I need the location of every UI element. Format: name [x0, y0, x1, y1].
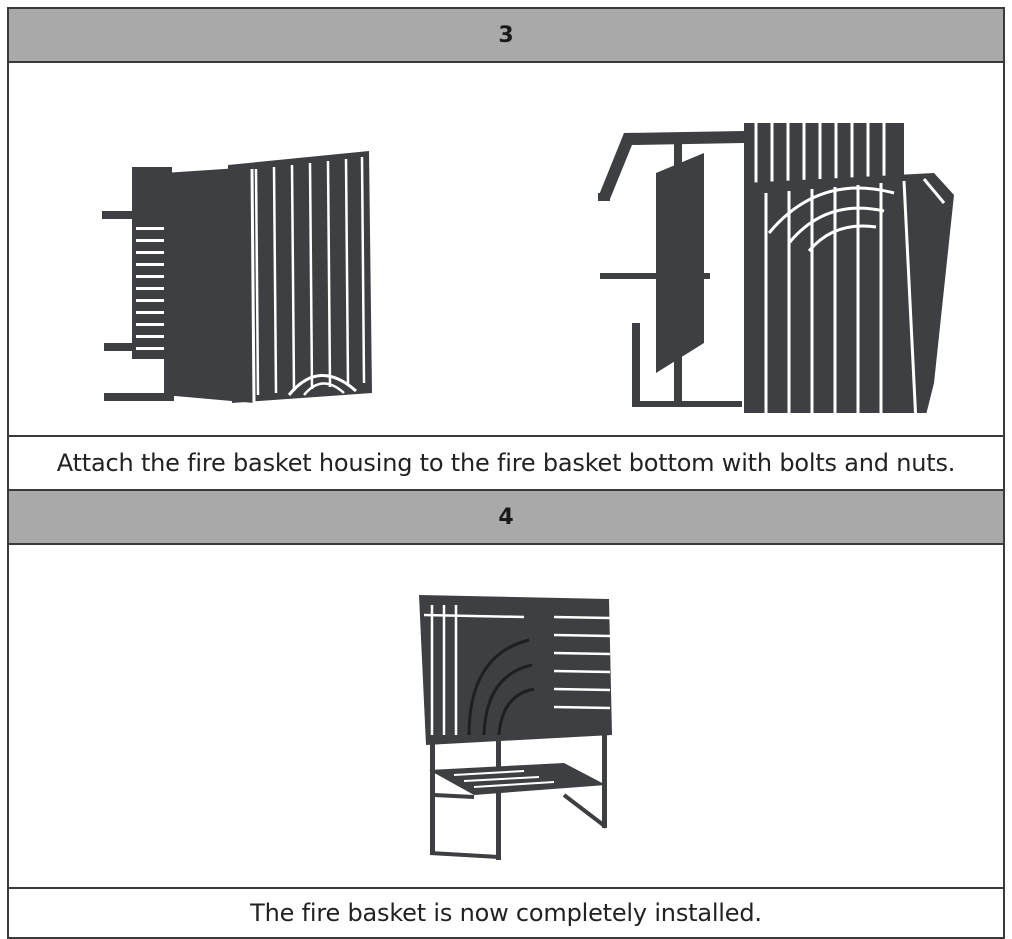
fire-basket-assembly-illustration	[598, 123, 954, 413]
step-3-caption-row: Attach the fire basket housing to the fi…	[9, 437, 1003, 491]
step-4-caption: The fire basket is now completely instal…	[250, 899, 762, 927]
step-3-illustration-row	[9, 63, 1003, 437]
step-4-caption-row: The fire basket is now completely instal…	[9, 889, 1003, 937]
step-3-caption: Attach the fire basket housing to the fi…	[56, 449, 956, 477]
instruction-table: 3	[7, 7, 1005, 939]
fire-basket-housing-side-illustration	[102, 151, 372, 403]
step-4-illustration-row	[9, 545, 1003, 889]
fire-basket-installed-illustration	[419, 595, 612, 860]
step-4-header: 4	[9, 491, 1003, 545]
step-3-number: 3	[498, 22, 514, 48]
step-4-number: 4	[498, 504, 514, 530]
step-3-header: 3	[9, 9, 1003, 63]
